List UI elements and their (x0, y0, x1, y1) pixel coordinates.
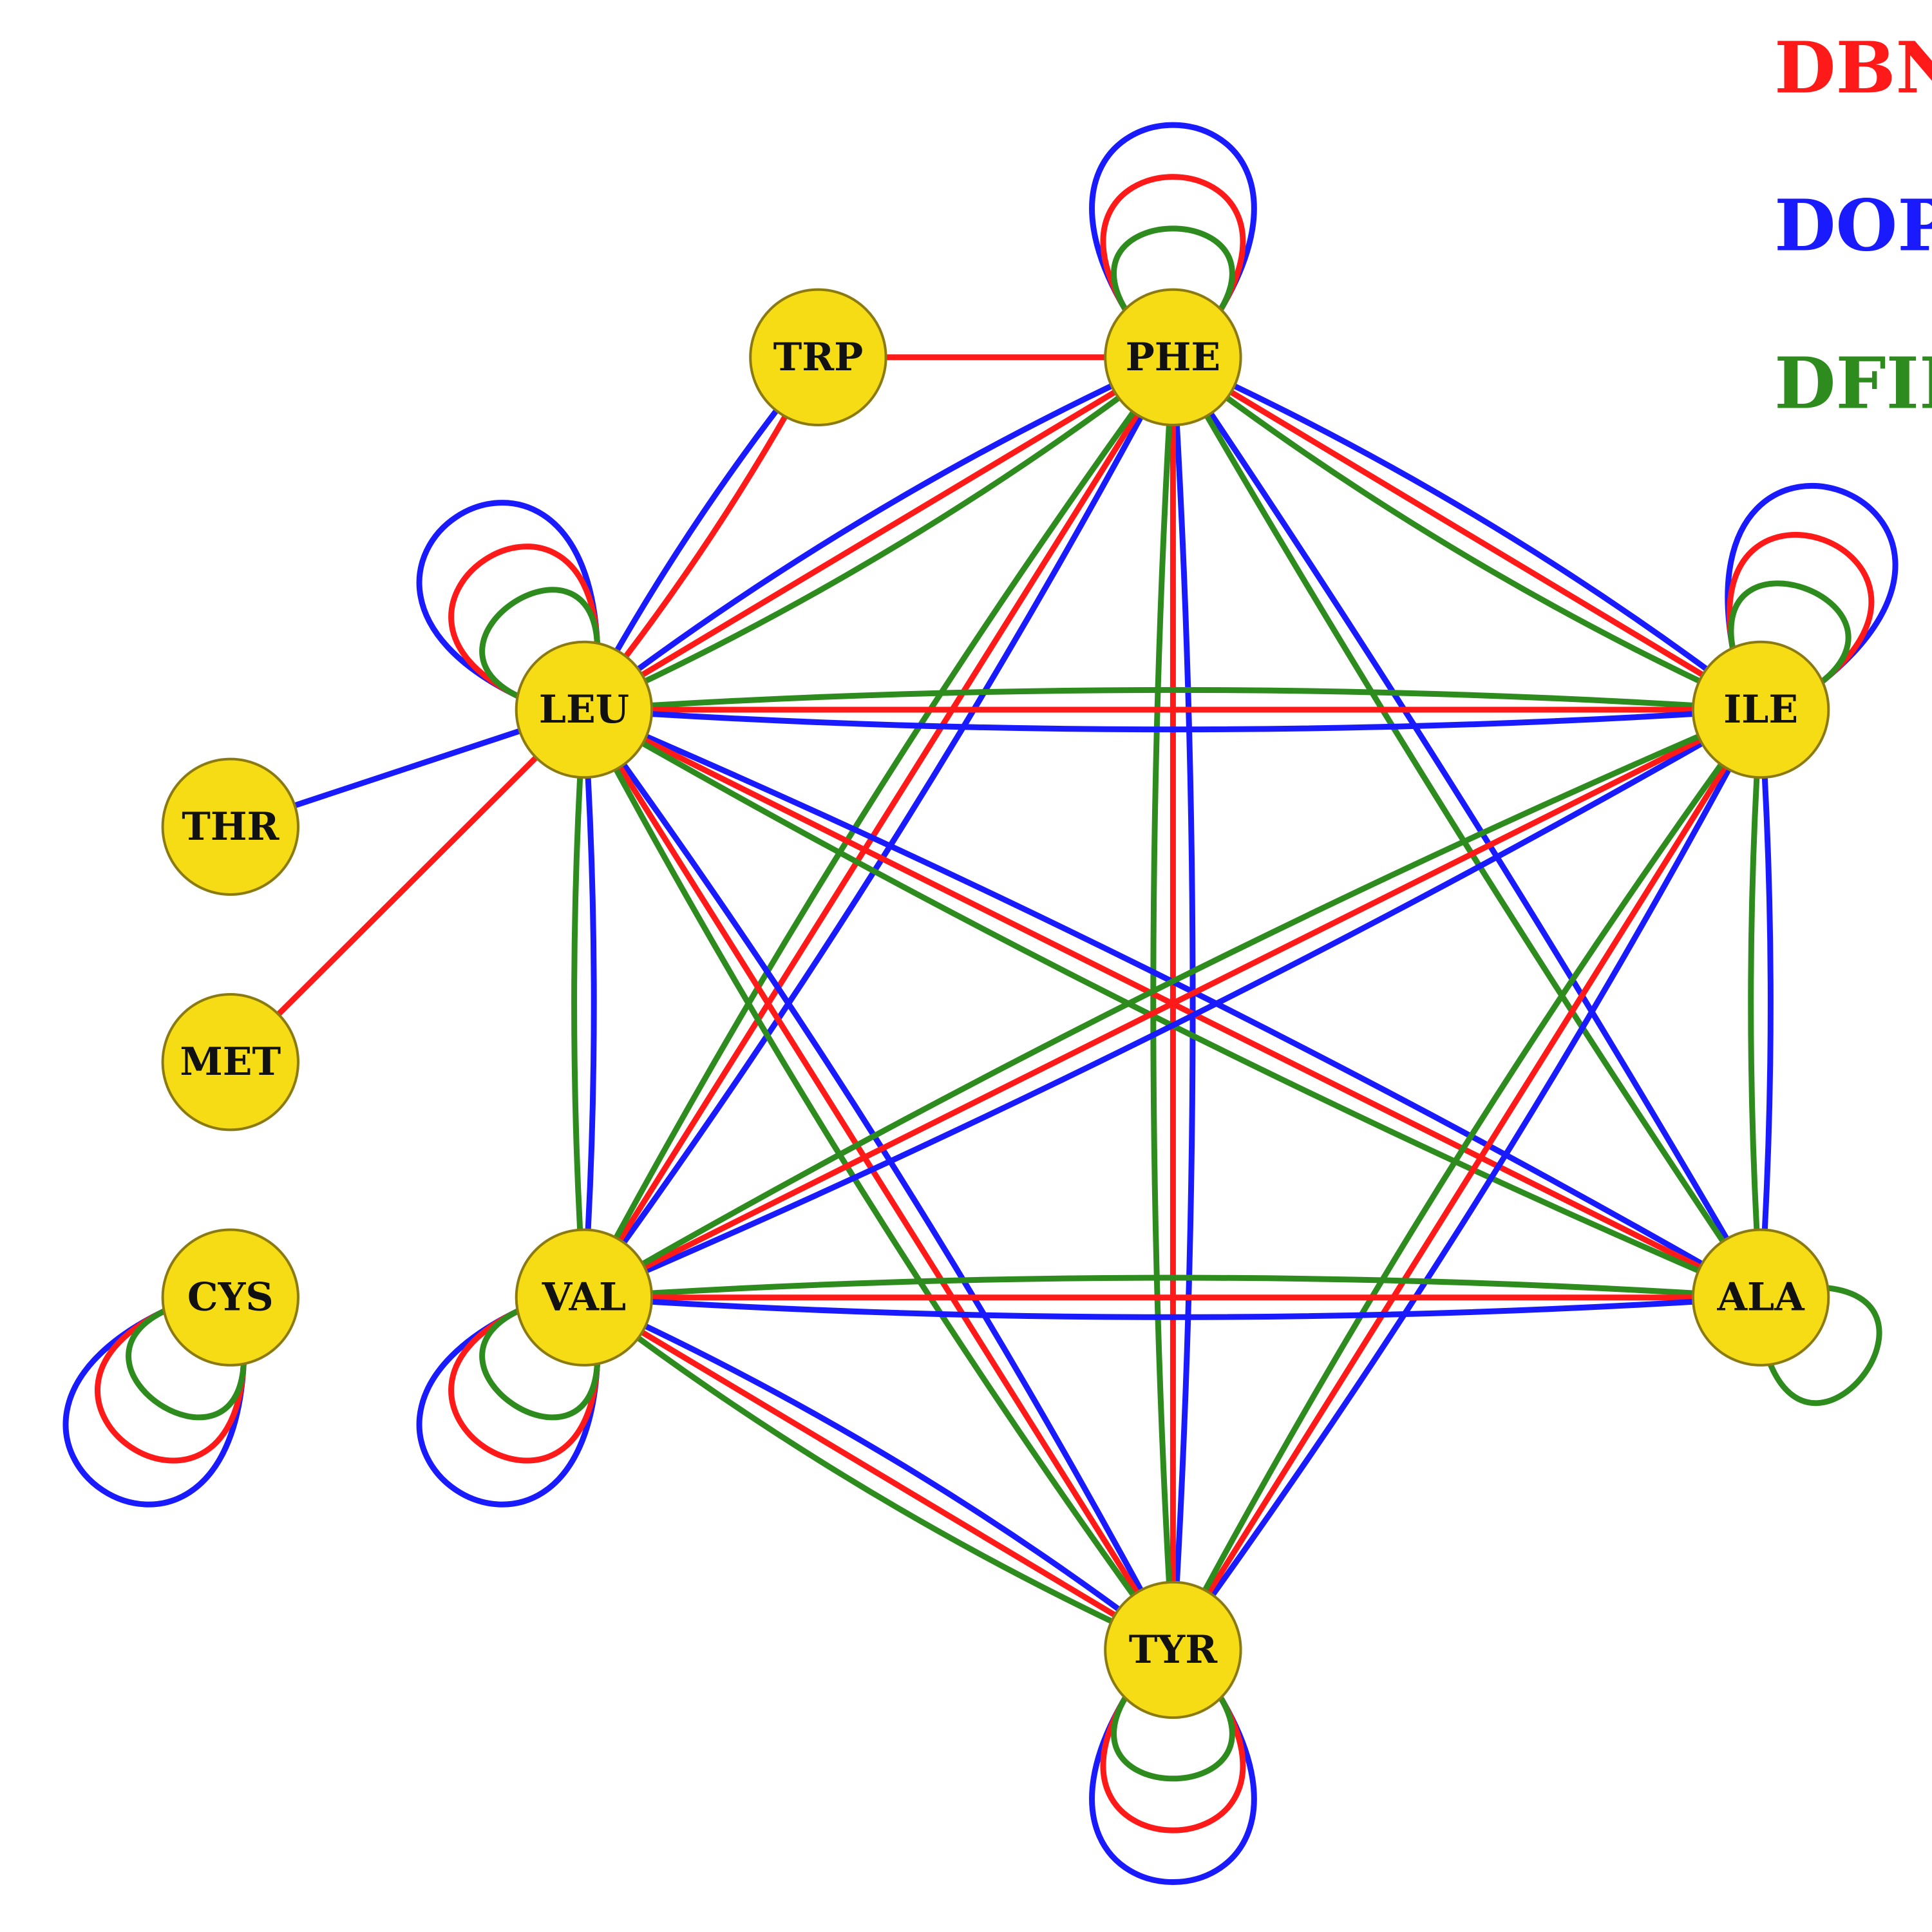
node-trp: TRP (749, 288, 887, 426)
node-label-phe: PHE (1126, 335, 1221, 380)
self-loop-ile-dfir (1728, 580, 1852, 685)
edge-leu-ile-dfir (581, 687, 1764, 713)
self-loop-leu-dop (416, 500, 600, 699)
edge-ile-ala-dfir (1748, 706, 1764, 1301)
self-loop-val-dbn (448, 1307, 600, 1464)
edge-phe-ile-dfir (1170, 354, 1764, 713)
node-circle-ile (1691, 640, 1830, 779)
self-loop-phe-dop (1089, 122, 1257, 313)
edge-leu-met-dbn (227, 706, 587, 1065)
node-circle-ala (1691, 1228, 1830, 1367)
edge-ile-val-dfir (581, 706, 1764, 1301)
node-label-leu: LEU (539, 687, 629, 732)
edge-phe-leu-dbn (581, 354, 1176, 713)
edge-leu-tyr-dfir (581, 706, 1176, 1653)
self-loop-cys-dbn (94, 1307, 247, 1464)
edge-ile-tyr-dfir (1170, 706, 1764, 1653)
legend-label-dfir: DFIR (1774, 342, 1932, 425)
self-loop-cys-dfir (126, 1307, 247, 1421)
node-label-ile: ILE (1723, 687, 1798, 732)
edge-ile-val-dbn (581, 706, 1764, 1301)
edge-leu-ala-dfir (581, 706, 1764, 1301)
edge-leu-val-dfir (571, 706, 587, 1301)
node-circle-trp (749, 288, 887, 426)
edge-ile-val-dop (581, 706, 1764, 1301)
node-label-cys: CYS (187, 1275, 274, 1320)
edge-val-tyr-dfir (581, 1294, 1176, 1653)
edge-phe-val-dfir (581, 354, 1176, 1301)
node-label-tyr: TYR (1129, 1627, 1218, 1672)
edge-ile-tyr-dop (1170, 706, 1764, 1653)
edge-val-tyr-dbn (581, 1294, 1176, 1653)
self-loop-phe-dfir (1111, 225, 1235, 313)
node-thr: THR (161, 757, 299, 896)
node-label-ala: ALA (1716, 1275, 1805, 1320)
self-loop-tyr-dop (1089, 1694, 1257, 1885)
edge-phe-val-dbn (581, 354, 1176, 1301)
node-label-met: MET (180, 1039, 281, 1084)
self-loop-cys-dop (62, 1307, 247, 1508)
self-loop-val-dop (416, 1307, 600, 1508)
node-leu: LEU (515, 640, 654, 779)
node-met: MET (161, 993, 299, 1132)
edges-layer (227, 354, 1774, 1653)
node-circle-val (515, 1228, 654, 1367)
legend-label-dop: DOP (1774, 184, 1932, 267)
edge-val-tyr-dop (581, 1294, 1176, 1653)
self-loop-ala-dfir (1767, 1285, 1882, 1406)
node-circle-thr (161, 757, 299, 896)
edge-phe-leu-dfir (581, 354, 1176, 713)
node-circle-met (161, 993, 299, 1132)
node-circle-cys (161, 1228, 299, 1367)
edge-phe-ile-dop (1170, 354, 1764, 713)
edge-val-ala-dop (581, 1294, 1764, 1320)
self-loop-ile-dop (1725, 482, 1899, 685)
edge-val-ala-dfir (581, 1274, 1764, 1301)
node-val: VAL (515, 1228, 654, 1367)
edge-leu-tyr-dop (581, 706, 1176, 1653)
node-label-trp: TRP (773, 335, 864, 380)
node-phe: PHE (1104, 288, 1242, 426)
edge-phe-ala-dfir (1170, 354, 1764, 1301)
edge-phe-tyr-dfir (1150, 354, 1176, 1653)
edge-phe-leu-dop (581, 354, 1176, 713)
node-cys: CYS (161, 1228, 299, 1367)
node-circle-tyr (1104, 1580, 1242, 1719)
legend-label-dbn: DBN (1774, 26, 1932, 109)
self-loops-layer (62, 122, 1899, 1885)
edge-leu-ile-dop (581, 706, 1764, 733)
self-loop-tyr-dfir (1111, 1694, 1235, 1782)
edge-phe-tyr-dop (1170, 354, 1196, 1653)
self-loop-leu-dbn (448, 544, 600, 699)
edge-ile-tyr-dbn (1170, 706, 1764, 1653)
edge-leu-ala-dop (581, 706, 1764, 1301)
node-label-val: VAL (542, 1275, 627, 1320)
edge-leu-tyr-dbn (581, 706, 1176, 1653)
legend: DBN DOP DFIR (1774, 26, 1932, 425)
node-tyr: TYR (1104, 1580, 1242, 1719)
edge-phe-ile-dbn (1170, 354, 1764, 713)
self-loop-phe-dbn (1100, 174, 1246, 313)
edge-ile-ala-dop (1757, 706, 1774, 1301)
self-loop-ile-dbn (1726, 532, 1875, 685)
edge-phe-ala-dop (1170, 354, 1764, 1301)
node-circle-phe (1104, 288, 1242, 426)
node-label-thr: THR (182, 804, 279, 849)
node-circle-leu (515, 640, 654, 779)
self-loop-leu-dfir (479, 587, 600, 699)
nodes-layer: PHE TRP LEU ILE THR MET CYS VAL ALA TYR (161, 288, 1830, 1719)
self-loop-tyr-dbn (1100, 1694, 1246, 1833)
edge-leu-val-dop (581, 706, 597, 1301)
self-loop-val-dfir (479, 1307, 600, 1421)
edge-phe-val-dop (581, 354, 1176, 1301)
node-ala: ALA (1691, 1228, 1830, 1367)
node-ile: ILE (1691, 640, 1830, 779)
